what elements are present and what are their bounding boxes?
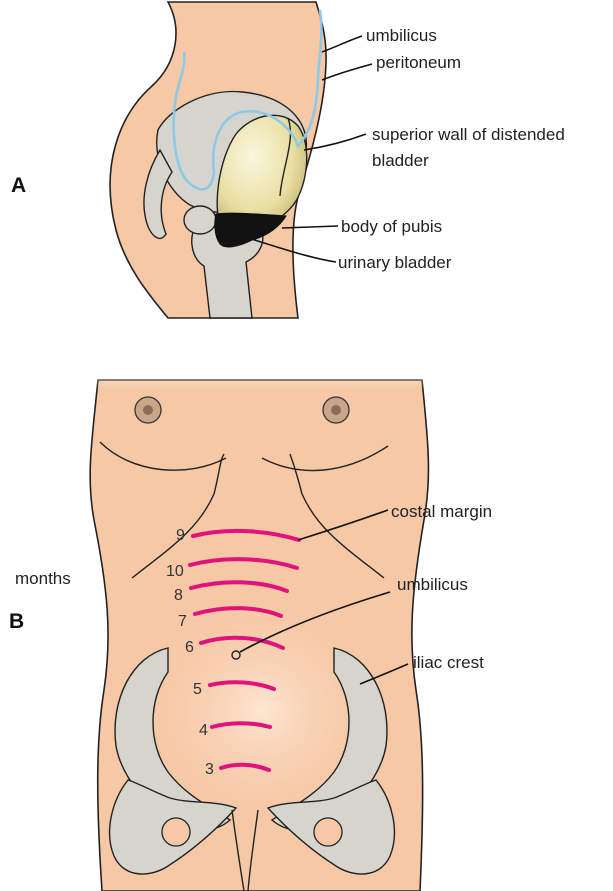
leader-umbilicus-a bbox=[322, 36, 362, 52]
label-body-of-pubis: body of pubis bbox=[341, 217, 442, 236]
label-umbilicus-b: umbilicus bbox=[397, 575, 468, 594]
panel-b: 9 10 8 7 6 5 4 3 costal margin umbilicus… bbox=[9, 350, 492, 891]
label-costal-margin: costal margin bbox=[391, 502, 492, 521]
leader-peritoneum bbox=[322, 64, 372, 80]
month-number-9: 9 bbox=[176, 527, 185, 544]
chest-fade bbox=[80, 350, 440, 390]
label-months: months bbox=[15, 569, 71, 588]
month-number-7: 7 bbox=[178, 613, 187, 630]
month-number-8: 8 bbox=[174, 587, 183, 604]
label-iliac-crest: iliac crest bbox=[413, 653, 484, 672]
hip-joint-bone bbox=[184, 206, 216, 234]
month-number-10: 10 bbox=[166, 563, 184, 580]
left-areola-center bbox=[143, 405, 153, 415]
right-areola-center bbox=[331, 405, 341, 415]
label-bladder-wall-line1: superior wall of distended bbox=[372, 125, 565, 144]
month-number-5: 5 bbox=[193, 681, 202, 698]
label-umbilicus-a: umbilicus bbox=[366, 26, 437, 45]
month-number-6: 6 bbox=[185, 639, 194, 656]
month-number-3: 3 bbox=[205, 761, 214, 778]
panel-a: umbilicus peritoneum superior wall of di… bbox=[11, 2, 565, 318]
label-urinary-bladder: urinary bladder bbox=[338, 253, 452, 272]
label-bladder-wall-line2: bladder bbox=[372, 151, 429, 170]
panel-label-a: A bbox=[11, 174, 26, 197]
month-number-4: 4 bbox=[199, 722, 208, 739]
panel-label-b: B bbox=[9, 610, 24, 633]
right-obturator-foramen bbox=[314, 818, 342, 846]
left-obturator-foramen bbox=[162, 818, 190, 846]
label-peritoneum: peritoneum bbox=[376, 53, 461, 72]
